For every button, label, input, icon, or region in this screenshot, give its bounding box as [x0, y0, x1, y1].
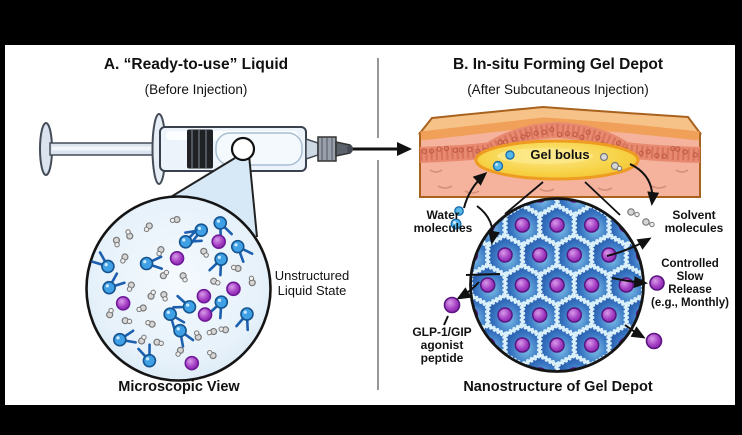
water-molecule-icons	[450, 206, 464, 230]
unstructured-molecules	[91, 215, 256, 371]
callout-circle	[230, 136, 256, 162]
panel-b-subtitle: (After Subcutaneous Injection)	[467, 82, 649, 97]
solvent-molecules-label: Solvent molecules	[664, 208, 724, 235]
epidermis-band	[420, 117, 700, 141]
microscopic-view-caption: Microscopic View	[118, 379, 240, 395]
solvent-molecule-icons	[627, 208, 655, 228]
peptide-icon-release	[649, 275, 665, 291]
unstructured-liquid-label: Unstructured Liquid State	[274, 268, 350, 298]
solvent-dot-icons-in-bolus	[599, 152, 623, 172]
panel-a-subtitle: (Before Injection)	[144, 82, 248, 97]
annotation-arrows	[443, 163, 660, 339]
panel-b-title: B. In-situ Forming Gel Depot	[452, 56, 664, 73]
water-droplet-icons-in-bolus	[492, 150, 515, 172]
skin-cross-section	[417, 105, 703, 198]
glp-peptide-label: GLP-1/GIP agonist peptide	[412, 325, 472, 365]
controlled-release-label: Controlled Slow Release (e.g., Monthly)	[651, 258, 729, 309]
bolus-magnification-lines	[504, 181, 621, 216]
water-molecules-label: Water molecules	[413, 208, 473, 235]
subcutis-squiggles	[429, 169, 689, 194]
free-peptide-icon-left	[443, 296, 461, 314]
gel-bolus-label: Gel bolus	[530, 147, 590, 162]
free-peptide-icon-bottom	[645, 332, 663, 350]
nanostructure-caption: Nanostructure of Gel Depot	[463, 379, 653, 395]
panel-a-title: A. “Ready-to-use” Liquid	[103, 56, 289, 73]
